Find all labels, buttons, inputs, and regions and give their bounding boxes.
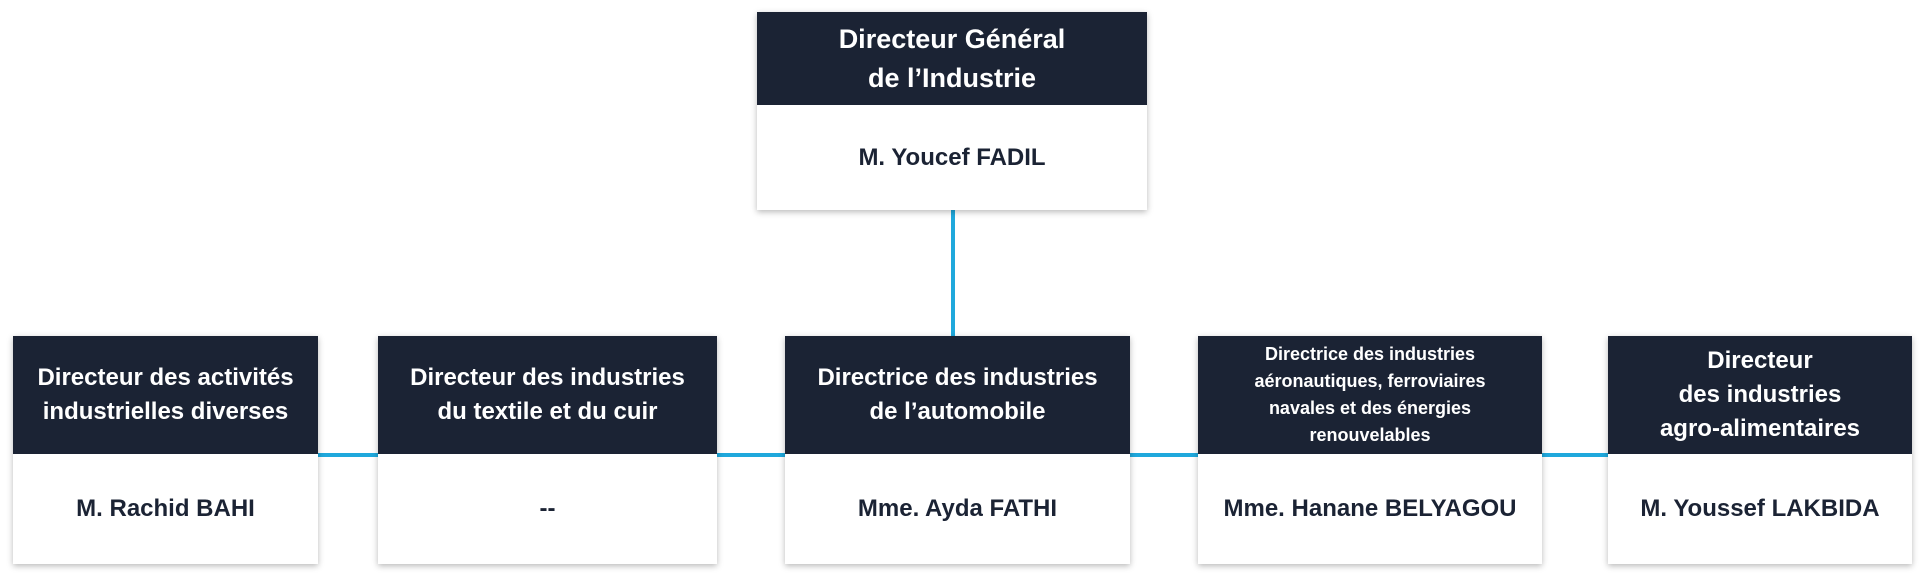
node-title-box: Directrice des industries aéronautiques,… <box>1198 336 1542 454</box>
node-title: Directrice des industries aéronautiques,… <box>1254 344 1486 445</box>
connector-branch-3-4 <box>1130 453 1198 457</box>
node-person-name: Mme. Ayda FATHI <box>857 495 1058 522</box>
org-node-automobile: Directrice des industries de l’automobil… <box>785 336 1130 564</box>
node-title: Directrice des industries de l’automobil… <box>817 364 1098 425</box>
connector-branch-4-5 <box>1542 453 1608 457</box>
node-person-name: -- <box>539 495 556 522</box>
connector-branch-1-2 <box>318 453 378 457</box>
org-node-aeronautiques-ferroviaires: Directrice des industries aéronautiques,… <box>1198 336 1542 564</box>
node-title-box: Directeur des industries du textile et d… <box>378 336 717 454</box>
node-person-name: M. Youssef LAKBIDA <box>1640 495 1880 522</box>
org-node-agro-alimentaires: Directeur des industries agro-alimentair… <box>1608 336 1912 564</box>
org-node-textile-cuir: Directeur des industries du textile et d… <box>378 336 717 564</box>
node-title-box: Directeur Général de l’Industrie <box>757 12 1147 105</box>
connector-branch-2-3 <box>717 453 785 457</box>
org-node-activites-industrielles: Directeur des activités industrielles di… <box>13 336 318 564</box>
node-title-box: Directeur des activités industrielles di… <box>13 336 318 454</box>
node-person-name: Mme. Hanane BELYAGOU <box>1223 495 1517 522</box>
node-title: Directeur des industries agro-alimentair… <box>1659 347 1861 442</box>
node-person-name: M. Youcef FADIL <box>858 143 1046 171</box>
connector-root-to-branch <box>951 210 955 336</box>
node-title: Directeur des industries du textile et d… <box>410 364 685 425</box>
node-title-box: Directeur des industries agro-alimentair… <box>1608 336 1912 454</box>
node-person-name: M. Rachid BAHI <box>76 495 255 522</box>
node-title-box: Directrice des industries de l’automobil… <box>785 336 1130 454</box>
node-title: Directeur Général de l’Industrie <box>838 23 1066 93</box>
org-node-directeur-general: Directeur Général de l’Industrie M. Youc… <box>757 12 1147 210</box>
node-title: Directeur des activités industrielles di… <box>37 364 294 425</box>
